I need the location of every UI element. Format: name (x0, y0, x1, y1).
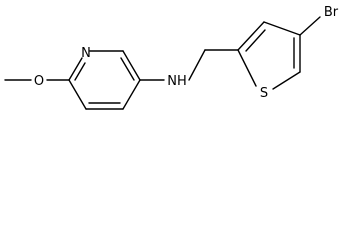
atom-label-bromine: Br (324, 5, 339, 20)
bond-thiophene-s-c2 (237, 49, 257, 87)
atom-label-methoxy-oxygen: O (34, 74, 44, 89)
atom-label-amine: NH (167, 74, 187, 89)
bond-thiophene-c2-c3 (237, 21, 265, 51)
molecule-structure-diagram: N O NH S Br (4, 5, 339, 110)
double-bond-thiophene-c2-c3 (245, 29, 266, 52)
bond-c2-c3 (122, 50, 141, 81)
double-bond-c2-c3 (120, 57, 135, 81)
atom-label-thiophene-sulfur: S (260, 86, 268, 101)
bond-thiophene-c5-s (272, 71, 301, 90)
bond-c6-n1 (68, 57, 83, 81)
atom-label-pyridine-nitrogen: N (81, 46, 91, 61)
amine-linker (139, 49, 239, 81)
thiophene-ring (237, 21, 301, 90)
bond-c5-c6 (68, 79, 87, 110)
pyridine-ring (68, 50, 141, 110)
double-bond-c6-n1 (74, 62, 86, 81)
bond-n-ch2 (188, 49, 206, 81)
bond-c4-br (299, 16, 321, 36)
bond-c3-c4 (122, 79, 141, 110)
bond-thiophene-c3-c4 (263, 21, 301, 36)
